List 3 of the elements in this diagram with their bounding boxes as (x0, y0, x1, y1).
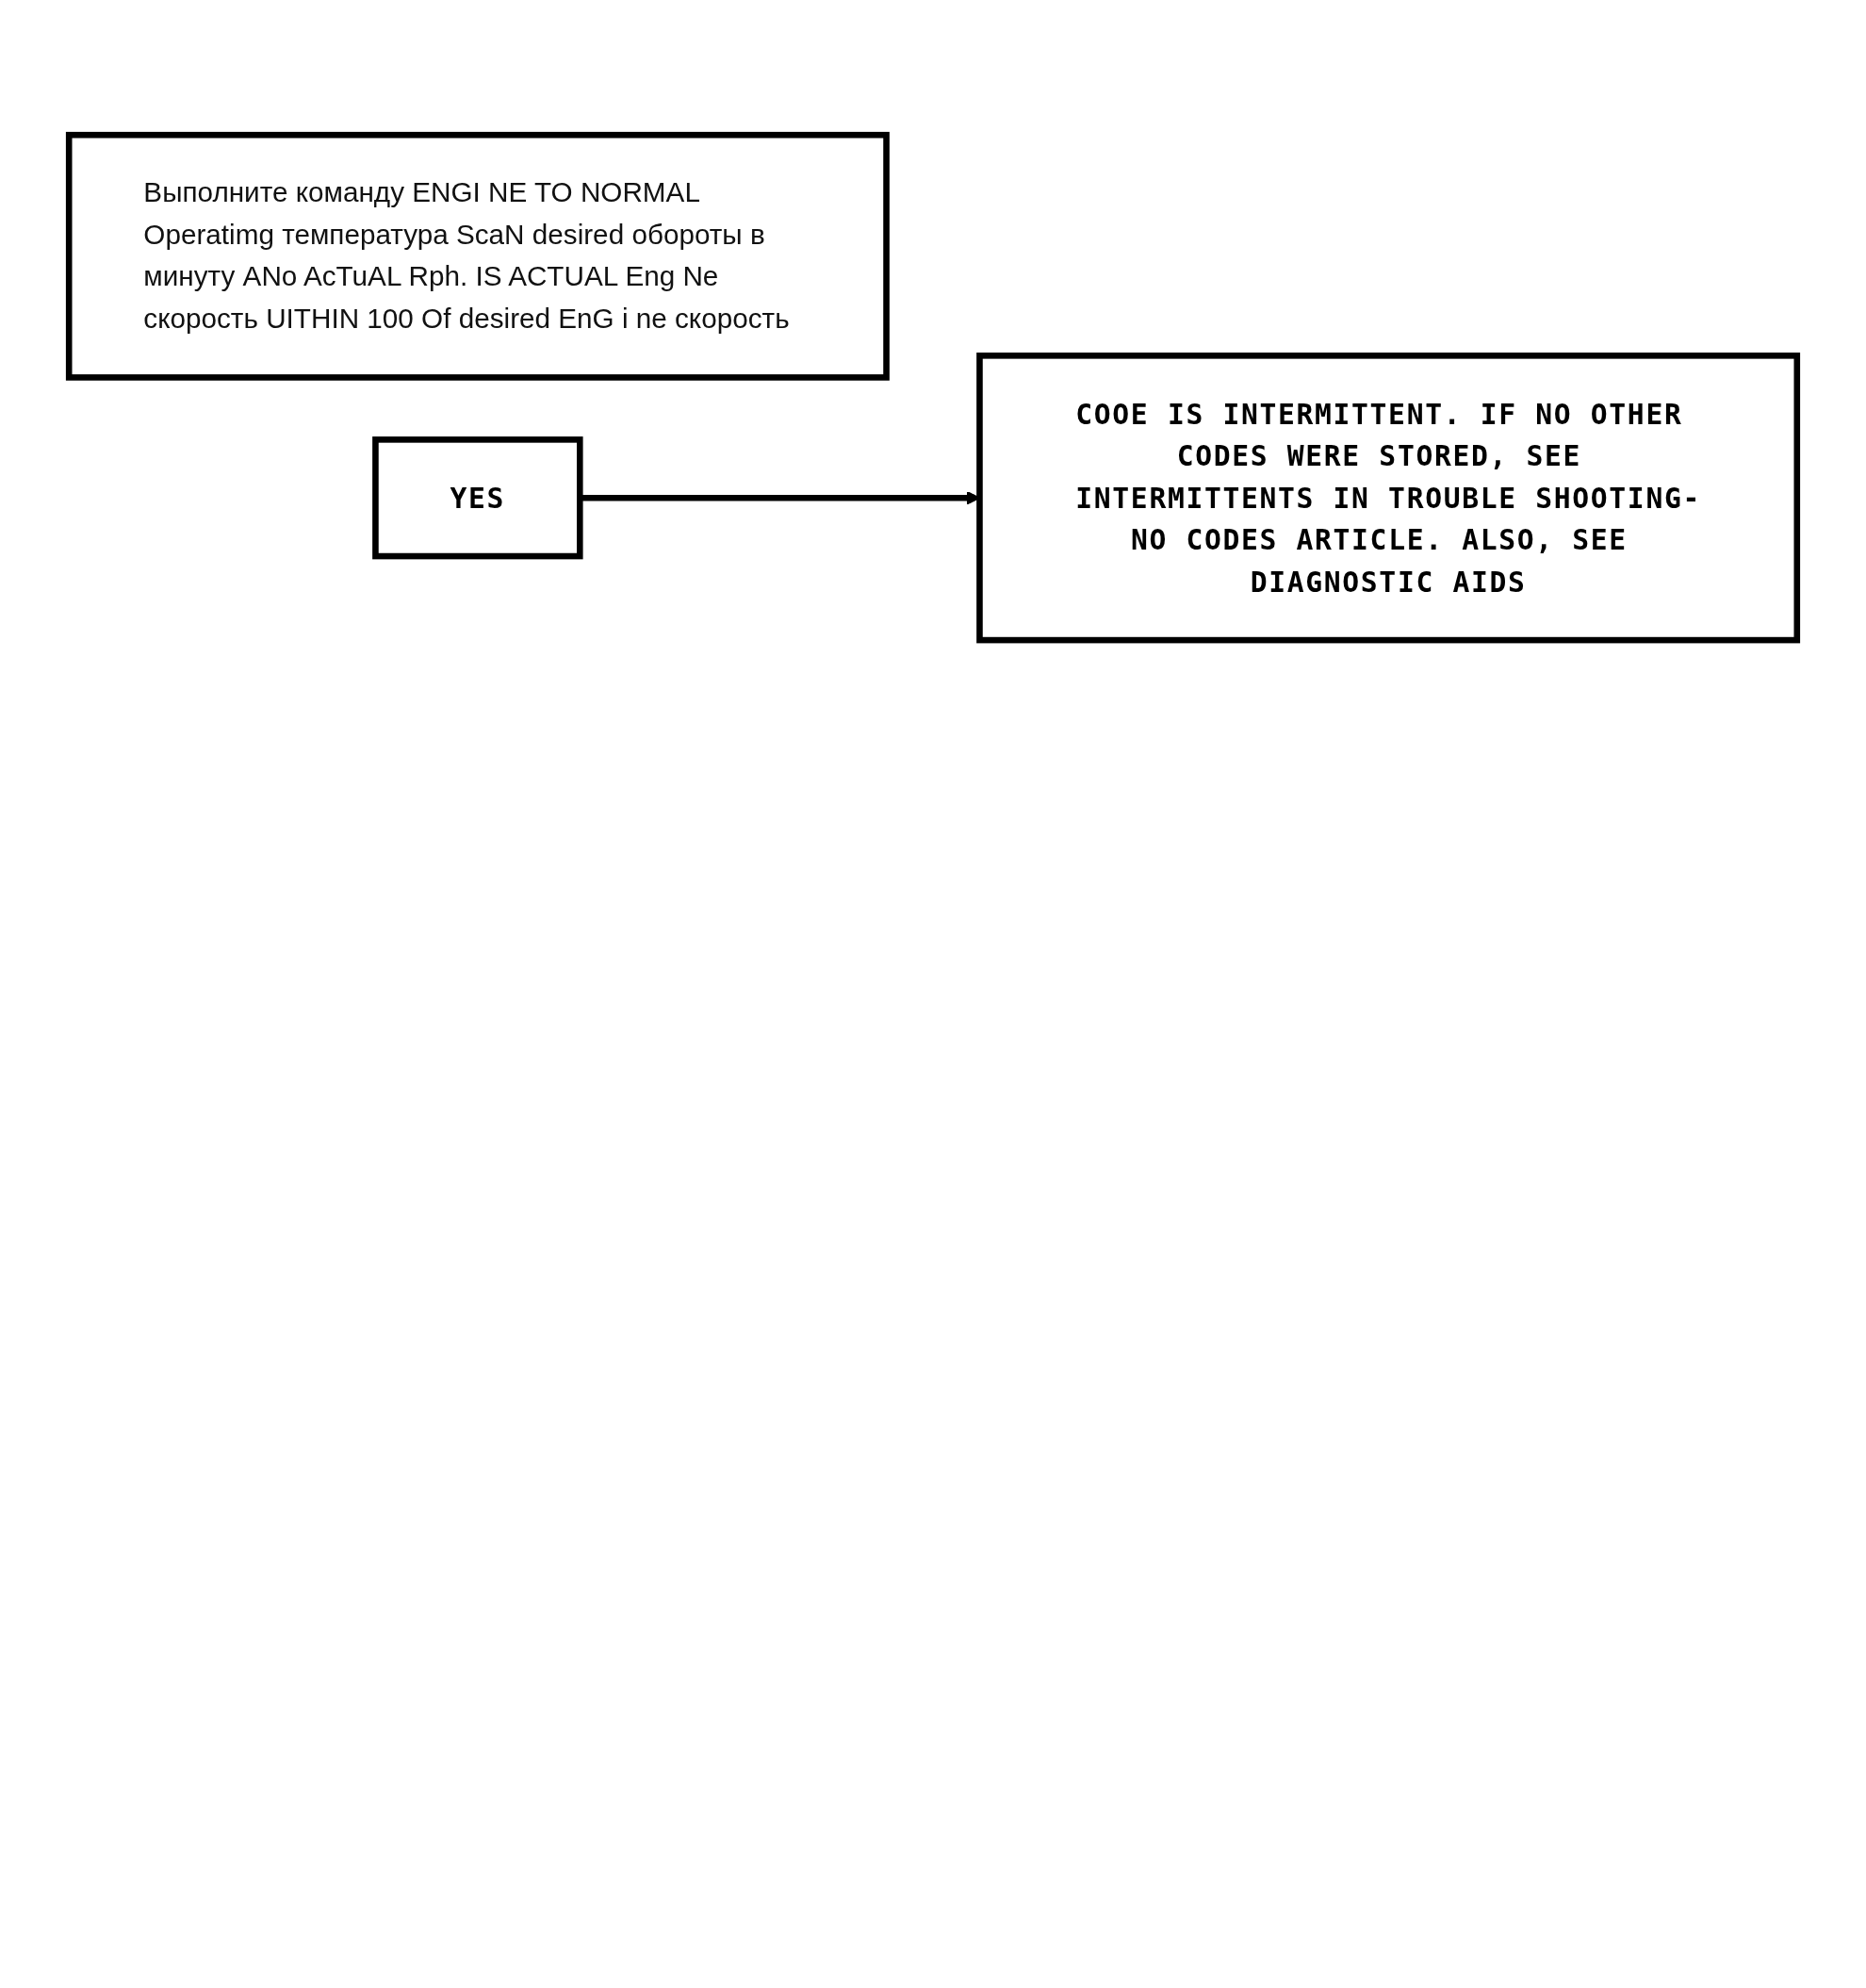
node-box: Выполните команду ENGI NE TO NORMAL Operatimg температура ScaN desired обороты в минуту ANo AcTuAL Rph. IS ACTUAL Eng Ne скорость UITHIN 100 Of desired EnG i ne скорость (65, 131, 890, 381)
node-box: COOE IS INTERMITTENT. IF NO OTHER CODES WERE STORED, SEE INTERMITTENTS IN TROUBLE SHOOTING-NO CODES ARTICLE. ALSO, SEE DIAGNOSTIC AIDS (976, 353, 1801, 644)
node-box: YES (372, 436, 583, 560)
